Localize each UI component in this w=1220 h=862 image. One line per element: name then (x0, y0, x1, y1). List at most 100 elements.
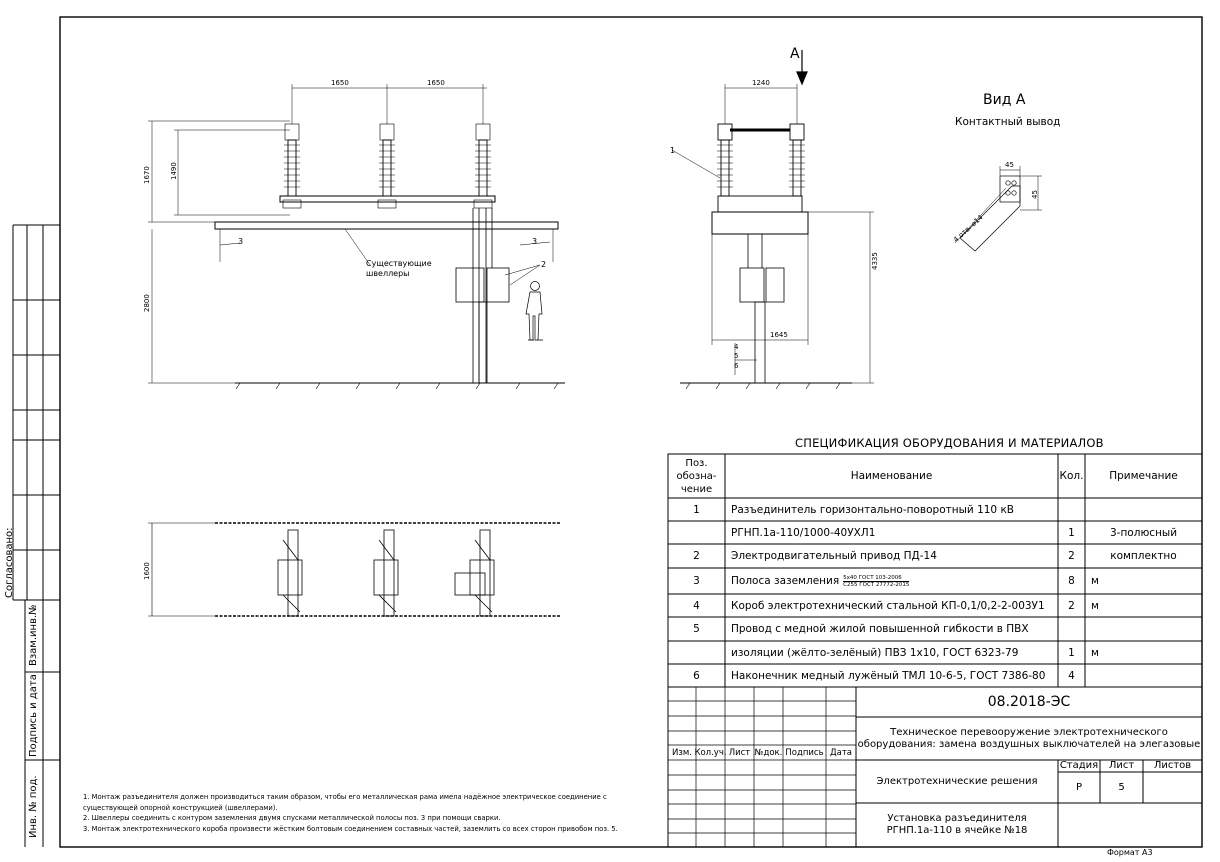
callout-5: 5 (734, 352, 739, 360)
spec-row-fraction: 5х40 ГОСТ 103-2006 С255 ГОСТ 27772-2015 (843, 575, 910, 588)
spec-row-note (1085, 498, 1202, 521)
spec-row-note (1085, 617, 1202, 641)
spec-header-pos: Поз. обозна- чение (676, 457, 717, 495)
spec-row-note: 3-полюсный (1109, 526, 1178, 539)
spec-row-name: Провод с медной жилой повышенной гибкост… (731, 623, 1029, 635)
spec-row-note: комплектно (1110, 550, 1177, 562)
note-line: 3. Монтаж электротехнического короба про… (83, 824, 618, 833)
dim-width-side: 1240 (752, 79, 770, 87)
spec-title: СПЕЦИФИКАЦИЯ ОБОРУДОВАНИЯ И МАТЕРИАЛОВ (795, 436, 1104, 450)
stamp-col-change: Изм. (672, 747, 692, 758)
side-agreed: Согласовано: (4, 527, 15, 598)
spec-row-name: изоляции (жёлто-зелёный) ПВЗ 1х10, ГОСТ … (731, 646, 1019, 659)
callout-4: 4 (734, 343, 739, 351)
spec-row-name: Наконечник медный лужёный ТМЛ 10-6-5, ГО… (731, 669, 1046, 682)
spec-row-pos: 2 (693, 550, 700, 562)
dim-span-2: 1650 (427, 79, 445, 87)
fraction-top: 5х40 ГОСТ 103-2006 (843, 575, 910, 582)
stamp-col-doc: №док. (754, 747, 783, 758)
spec-header-qty: Кол. (1059, 470, 1084, 482)
dim-hole-w: 45 (1005, 161, 1014, 169)
stamp-col-count: Кол.уч. (694, 747, 727, 758)
spec-row-qty: 1 (1068, 646, 1075, 659)
spec-row-qty: 4 (1068, 669, 1075, 682)
sheet-frame (59, 16, 1203, 848)
stamp-sheet-label: Лист (1108, 760, 1135, 771)
stamp-col-sheet: Лист (728, 747, 751, 758)
spec-row-note: м (1091, 575, 1099, 587)
spec-row-name: Электродвигательный привод ПД-14 (731, 550, 937, 562)
spec-header-name: Наименование (850, 470, 933, 482)
dim-width-box: 1645 (770, 331, 788, 339)
callout-3a: 3 (238, 237, 244, 246)
dim-height-side: 4335 (871, 252, 879, 270)
spec-row-qty: 2 (1068, 550, 1075, 562)
stamp-sheets-label: Листов (1153, 760, 1192, 771)
stamp-stage-label: Стадия (1059, 760, 1099, 771)
side-elevation (671, 50, 874, 390)
stamp-project: Техническое перевооружение электротехнич… (857, 726, 1201, 750)
callout-2: 2 (541, 260, 547, 269)
dim-plan-depth: 1600 (143, 562, 151, 580)
dim-span-1: 1650 (331, 79, 349, 87)
stamp-col-signature: Подпись (785, 747, 824, 758)
callout-3b: 3 (532, 237, 538, 246)
spec-row-note: м (1091, 646, 1099, 659)
note-line: 1. Монтаж разъединителя должен производи… (83, 793, 607, 801)
spec-row-pos: 1 (693, 503, 700, 516)
spec-row-name: Разъединитель горизонтально-поворотный 1… (731, 503, 1014, 516)
spec-row-pos: 3 (693, 575, 700, 587)
title-block-grid (667, 686, 1203, 848)
side-inv-replace: Взам.инв.№ (28, 604, 39, 666)
spec-row-name-text: Полоса заземления (731, 575, 840, 587)
spec-row-name: РГНП.1а-110/1000-40УХЛ1 (731, 526, 876, 539)
view-a-title: Вид А (983, 92, 1026, 108)
stamp-code: 08.2018-ЭС (987, 694, 1071, 710)
side-sign-date: Подпись и дата (28, 674, 39, 757)
callout-1: 1 (670, 146, 676, 155)
spec-row-pos (668, 521, 725, 544)
format-label: Формат А3 (1107, 848, 1153, 857)
dim-height-total: 1670 (143, 166, 151, 184)
spec-row-pos: 6 (693, 669, 700, 682)
spec-row-pos (668, 641, 725, 664)
spec-row-qty: 8 (1068, 575, 1075, 587)
stamp-stage: Р (1075, 781, 1083, 793)
view-a-detail (954, 166, 1042, 252)
spec-row-name: Полоса заземления 5х40 ГОСТ 103-2006 С25… (725, 568, 1058, 594)
dim-height-insulator: 1490 (170, 162, 178, 180)
stamp-sheet: 5 (1118, 781, 1125, 793)
plan-view (148, 522, 560, 617)
spec-table-grid (667, 453, 1203, 688)
spec-row-name: Короб электротехнический стальной КП-0,1… (731, 599, 1045, 612)
note-line: 2. Швеллеры соединить с контуром заземле… (83, 814, 501, 823)
stamp-sheets (1143, 772, 1202, 803)
spec-row-qty: 1 (1068, 526, 1075, 539)
front-elevation (148, 84, 565, 390)
view-a-subtitle: Контактный вывод (955, 116, 1061, 128)
side-inv-orig: Инв. № под. (28, 775, 39, 838)
dim-hole-h: 45 (1031, 190, 1039, 199)
spec-row-pos: 5 (693, 623, 700, 635)
stamp-sheet-title: Установка разъединителя РГНП.1а-110 в яч… (886, 813, 1028, 836)
callout-6: 6 (734, 362, 739, 370)
spec-row-pos: 4 (693, 599, 700, 612)
fraction-bottom: С255 ГОСТ 27772-2015 (843, 581, 910, 588)
notes: 1. Монтаж разъединителя должен производи… (83, 792, 643, 834)
note-line: существующей опорной конструкцией (швелл… (83, 803, 278, 812)
spec-row-note (1085, 664, 1202, 687)
spec-row-qty (1058, 498, 1085, 521)
spec-row-qty: 2 (1068, 599, 1075, 612)
spec-header-note: Примечание (1109, 470, 1178, 482)
callout-beams: Существующие швеллеры (366, 259, 432, 278)
dim-height-base: 2800 (143, 294, 151, 312)
stamp-section: Электротехнические решения (876, 775, 1038, 787)
view-arrow (796, 50, 808, 86)
stamp-col-date: Дата (829, 747, 852, 758)
human-figure (525, 281, 543, 341)
view-arrow-label: А (790, 46, 800, 62)
spec-row-qty (1058, 617, 1085, 641)
spec-row-note: м (1091, 599, 1099, 612)
side-stamp (12, 224, 60, 847)
